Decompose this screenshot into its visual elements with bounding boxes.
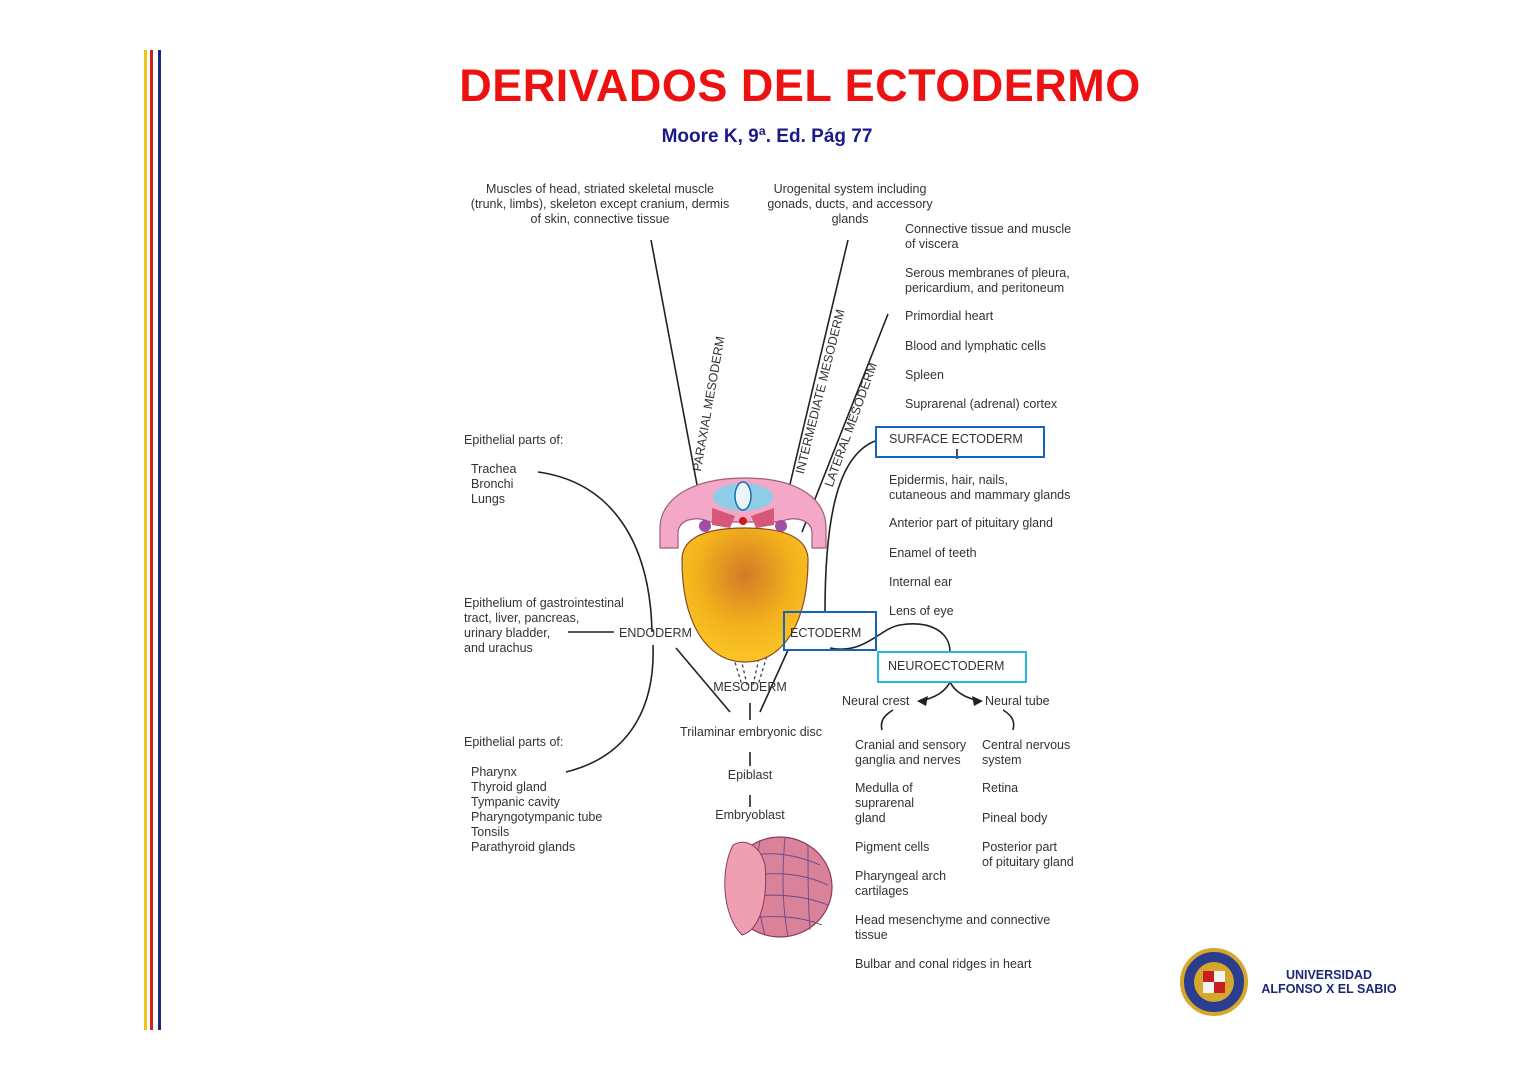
ectoderm-to-disc-line bbox=[759, 649, 789, 713]
surface-ectoderm-derivative: Internal ear bbox=[889, 575, 953, 589]
stripe-red bbox=[150, 50, 153, 1030]
slide-title: DERIVADOS DEL ECTODERMO bbox=[459, 60, 1141, 111]
neural-tube-hook bbox=[1002, 709, 1015, 731]
endoderm-lower-items: Pharynx Thyroid gland Tympanic cavity Ph… bbox=[471, 765, 603, 854]
endoderm-upper-items: Trachea Bronchi Lungs bbox=[471, 462, 517, 506]
surface-ectoderm-derivative: Enamel of teeth bbox=[889, 546, 977, 560]
stripe-navy bbox=[158, 50, 161, 1030]
neural-tube-derivative: Posterior part of pituitary gland bbox=[982, 840, 1074, 869]
university-name: UNIVERSIDAD ALFONSO X EL SABIO bbox=[1261, 968, 1397, 996]
embryoblast-label: Embryoblast bbox=[715, 808, 785, 822]
neuroectoderm-label: NEUROECTODERM bbox=[888, 659, 1005, 673]
epiblast-label: Epiblast bbox=[727, 768, 773, 782]
surface-ectoderm-label: SURFACE ECTODERM bbox=[889, 432, 1023, 446]
mesoderm-label: MESODERM bbox=[713, 680, 787, 694]
neural-crest-label: Neural crest bbox=[842, 694, 910, 708]
surface-ectoderm-curve bbox=[824, 440, 876, 613]
endoderm-upper-heading: Epithelial parts of: bbox=[464, 433, 564, 447]
endoderm-middle-derivatives: Epithelium of gastrointestinal tract, li… bbox=[464, 596, 624, 655]
lateral-derivative: Connective tissue and muscle of viscera bbox=[905, 222, 1072, 251]
surface-ectoderm-box bbox=[875, 426, 1045, 458]
intermediate-line bbox=[780, 239, 849, 523]
neural-tube-derivative: Central nervous system bbox=[982, 738, 1071, 767]
paraxial-derivatives: Muscles of head, striated skeletal muscl… bbox=[470, 182, 730, 226]
neural-crest-derivative: Head mesenchyme and connective tissue bbox=[855, 913, 1051, 942]
neural-tube-label: Neural tube bbox=[985, 694, 1050, 708]
embryoblast-cell-mass bbox=[724, 836, 833, 938]
slide-subtitle: Moore K, 9ª. Ed. Pág 77 bbox=[661, 126, 873, 147]
neural-crest-derivative: Pharyngeal arch cartilages bbox=[855, 869, 947, 898]
endoderm-label: ENDODERM bbox=[619, 626, 692, 640]
lateral-derivative: Primordial heart bbox=[905, 309, 994, 323]
embryo-cross-section bbox=[659, 477, 827, 663]
neural-tube-derivative: Pineal body bbox=[982, 811, 1048, 825]
neural-tube-derivative: Retina bbox=[982, 781, 1019, 795]
trilaminar-disc-label: Trilaminar embryonic disc bbox=[680, 725, 822, 739]
endoderm-upper-curve bbox=[537, 471, 653, 633]
surface-ectoderm-derivative: Epidermis, hair, nails, cutaneous and ma… bbox=[889, 473, 1071, 502]
paraxial-line bbox=[650, 239, 705, 523]
neuroectoderm-box bbox=[877, 651, 1027, 683]
ectoderm-box bbox=[783, 611, 877, 651]
ectoderm-label: ECTODERM bbox=[790, 626, 862, 640]
ectoderm-loop bbox=[829, 623, 951, 653]
university-seal bbox=[1180, 948, 1248, 1016]
lateral-line bbox=[801, 313, 889, 533]
endoderm-to-disc-line bbox=[675, 647, 731, 713]
lateral-derivative: Suprarenal (adrenal) cortex bbox=[905, 397, 1058, 411]
intermediate-derivatives: Urogenital system including gonads, duct… bbox=[767, 182, 933, 226]
neural-crest-derivative: Cranial and sensory ganglia and nerves bbox=[855, 738, 967, 767]
endoderm-lower-heading: Epithelial parts of: bbox=[464, 735, 564, 749]
surface-ectoderm-derivative: Lens of eye bbox=[889, 604, 954, 618]
neural-crest-derivative: Pigment cells bbox=[855, 840, 930, 854]
lateral-derivative: Serous membranes of pleura, pericardium,… bbox=[905, 266, 1070, 295]
neural-crest-hook bbox=[880, 709, 894, 731]
lateral-derivative: Spleen bbox=[905, 368, 944, 382]
neural-crest-derivative: Bulbar and conal ridges in heart bbox=[855, 957, 1032, 971]
endoderm-lower-curve bbox=[565, 644, 654, 773]
lateral-derivative: Blood and lymphatic cells bbox=[905, 339, 1047, 353]
neural-crest-derivative: Medulla of suprarenal gland bbox=[855, 781, 915, 825]
stripe-gold bbox=[144, 50, 147, 1030]
surface-ectoderm-derivative: Anterior part of pituitary gland bbox=[889, 516, 1053, 530]
